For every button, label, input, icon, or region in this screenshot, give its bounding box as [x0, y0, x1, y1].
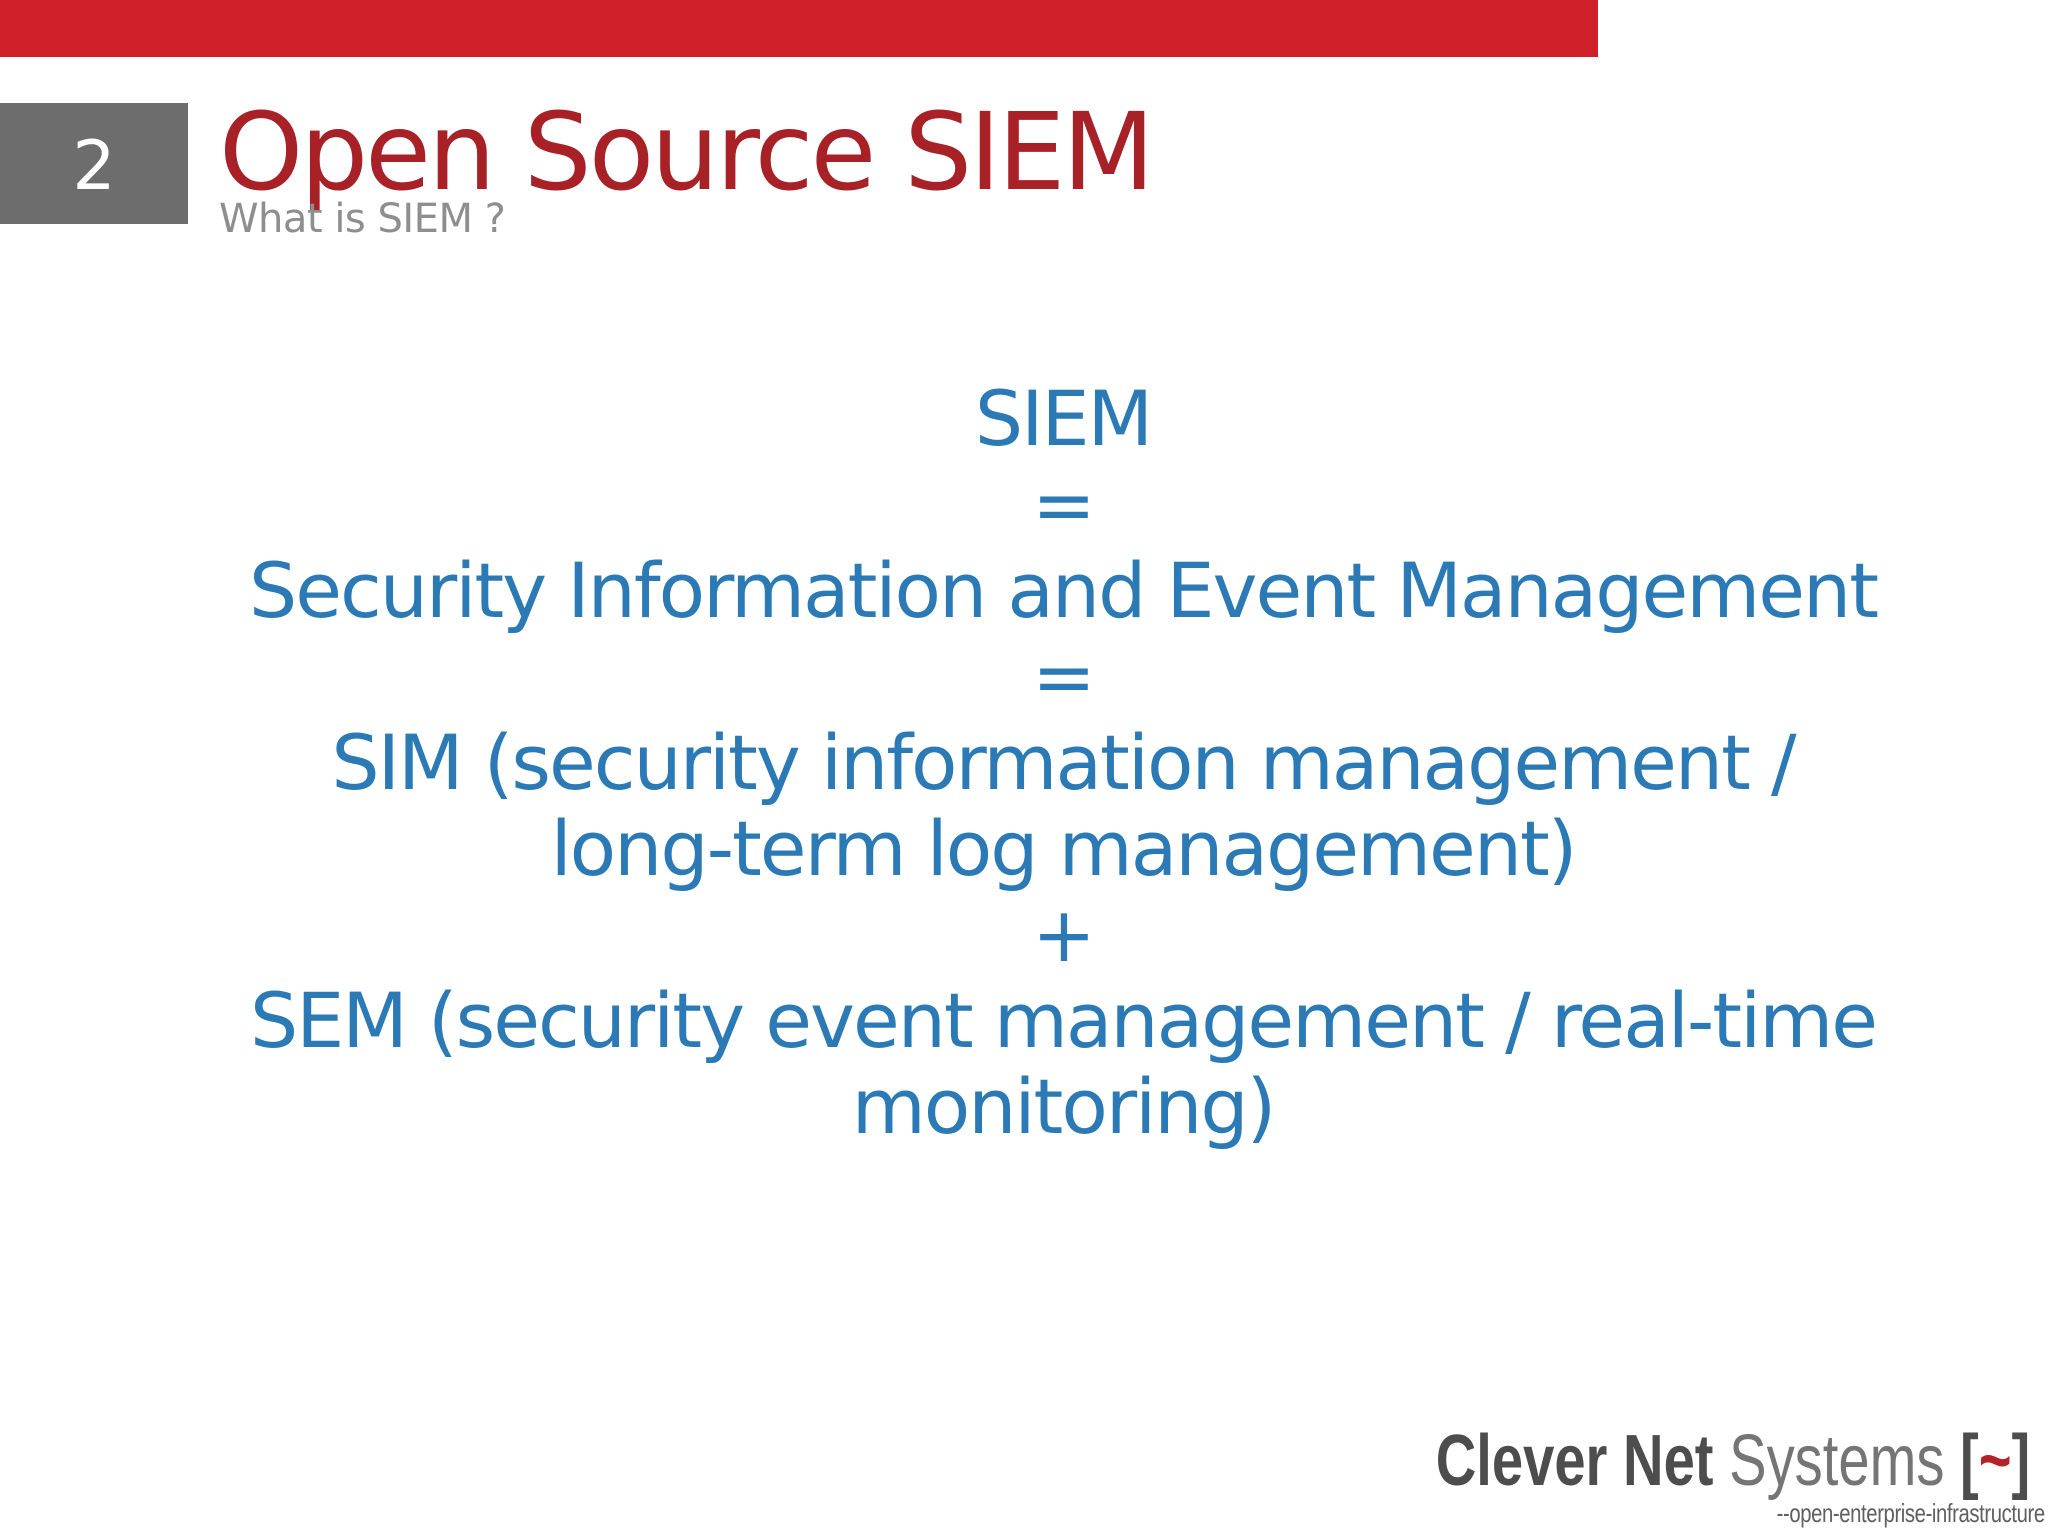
body-line: SEM (security event management / real-ti… [249, 976, 1878, 1065]
body-line: SIM (security information management / [331, 718, 1796, 807]
body-line: Security Information and Event Managemen… [249, 546, 1879, 635]
body-line: monitoring) [851, 1062, 1277, 1151]
body-line: + [1032, 890, 1096, 979]
body-line: SIEM [974, 374, 1153, 463]
slide-subtitle: What is SIEM ? [219, 196, 506, 242]
body-line: = [1032, 632, 1096, 721]
slide-number: 2 [72, 126, 116, 206]
clever-net-systems-logo: Clever Net Systems [~] [1435, 1425, 2030, 1497]
body-line: = [1032, 460, 1096, 549]
logo-tagline: --open-enterprise-infrastructure [1776, 1498, 2046, 1528]
logo-bracket-open: [ [1959, 1421, 1979, 1501]
logo-clever-net: Clever Net [1435, 1421, 1714, 1501]
slide-title: Open Source SIEM [219, 91, 1155, 215]
logo-systems: Systems [1713, 1421, 1960, 1501]
logo-bracket-close: ] [2011, 1421, 2030, 1501]
body-line: long-term log management) [550, 804, 1578, 893]
logo-tilde-icon: ~ [1978, 1421, 2012, 1501]
slide-number-box: 2 [0, 103, 188, 224]
top-accent-bar [0, 0, 1598, 57]
body-text-block: SIEM = Security Information and Event Ma… [178, 376, 1948, 1150]
